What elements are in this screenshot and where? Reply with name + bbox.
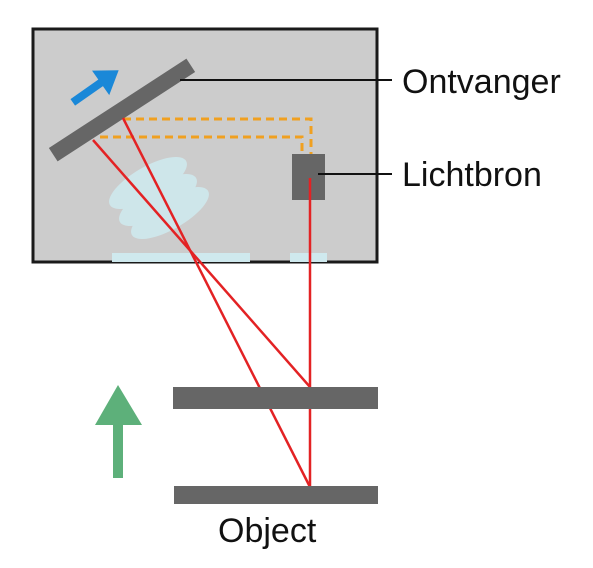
lens-ellipse xyxy=(109,157,187,209)
receiver-bar xyxy=(48,58,196,162)
arrow-down-left-icon xyxy=(70,70,119,106)
beam-reflect-lower-surface xyxy=(121,117,312,488)
object-surface-lower xyxy=(174,486,378,504)
receiver-label: Ontvanger xyxy=(402,63,561,101)
light-source-block xyxy=(292,154,325,200)
light-beams xyxy=(92,117,312,488)
source-window xyxy=(290,253,327,262)
beam-reflect-upper-surface xyxy=(92,139,311,388)
object-label: Object xyxy=(218,512,317,550)
receiver-window xyxy=(112,253,250,262)
light-source-label: Lichtbron xyxy=(402,156,542,194)
dashed-path-lower xyxy=(100,135,304,200)
sensor-housing xyxy=(31,27,379,264)
lens-ellipse xyxy=(119,174,197,226)
object-surface-upper xyxy=(173,387,378,409)
arrow-up-icon xyxy=(95,385,142,478)
